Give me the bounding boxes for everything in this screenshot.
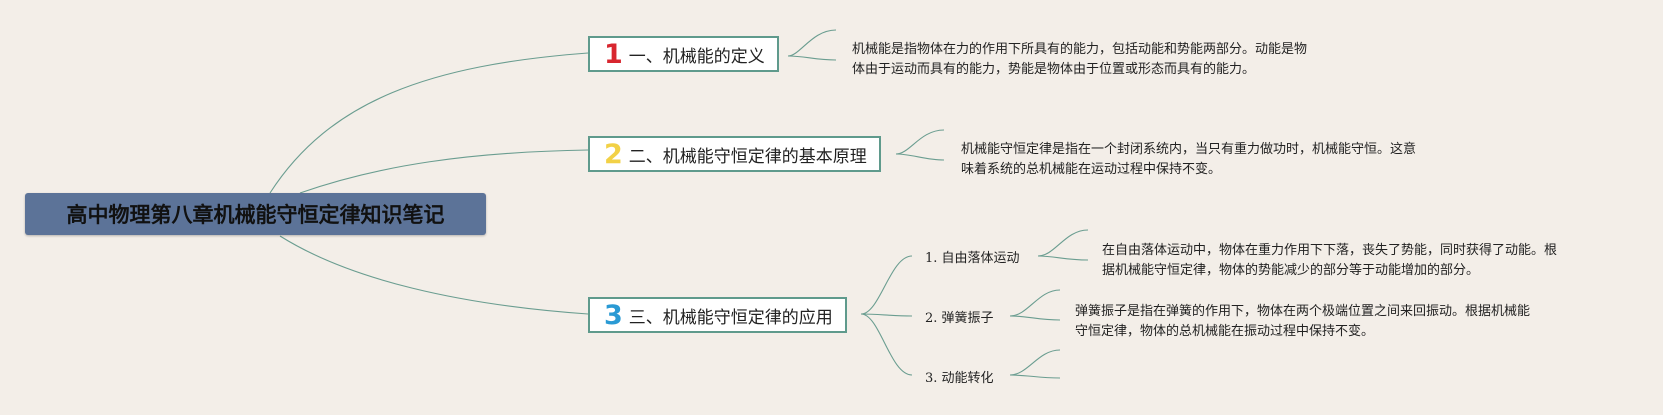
edge-topic3-sub2 xyxy=(860,313,913,317)
subtopic-note: 弹簧振子是指在弹簧的作用下，物体在两个极端位置之间来回振动。根据机械能 守恒定律… xyxy=(1075,302,1530,342)
number-3-icon: 3 xyxy=(604,299,623,331)
edge-topic1-note xyxy=(787,29,837,57)
edge-sub2-note xyxy=(1009,289,1061,317)
number-2-icon: 2 xyxy=(604,138,623,170)
edge-topic2-note xyxy=(895,129,945,155)
edge-topic1-note-b xyxy=(787,55,837,61)
edge-topic3-sub1 xyxy=(860,255,913,315)
note-line: 守恒定律，物体的总机械能在振动过程中保持不变。 xyxy=(1075,324,1375,339)
edge-sub1-note xyxy=(1037,229,1089,257)
topic-label: 二、机械能守恒定律的基本原理 xyxy=(628,146,867,167)
root-topic[interactable]: 高中物理第八章机械能守恒定律知识笔记 xyxy=(25,193,486,235)
edge-sub3-note xyxy=(1009,349,1061,376)
subtopic-spring-oscillator[interactable]: 2. 弹簧振子 xyxy=(925,311,994,326)
topic-conservation-principle[interactable]: 2 二、机械能守恒定律的基本原理 xyxy=(588,136,881,172)
note-line: 弹簧振子是指在弹簧的作用下，物体在两个极端位置之间来回振动。根据机械能 xyxy=(1075,304,1531,319)
topic-mechanical-energy-definition[interactable]: 1 一、机械能的定义 xyxy=(588,36,779,72)
topic-label: 一、机械能的定义 xyxy=(628,46,765,67)
number-1-icon: 1 xyxy=(604,38,623,70)
note-line: 在自由落体运动中，物体在重力作用下下落，丧失了势能，同时获得了动能。根 xyxy=(1102,243,1558,258)
topic-conservation-application[interactable]: 3 三、机械能守恒定律的应用 xyxy=(588,297,847,333)
edge-topic3-sub3 xyxy=(860,313,913,376)
edge-sub2-note-b xyxy=(1009,315,1061,321)
topic-note: 机械能守恒定律是指在一个封闭系统内，当只有重力做功时，机械能守恒。这意 味着系统… xyxy=(961,140,1416,180)
edge-sub1-note-b xyxy=(1037,255,1089,261)
edge-root-topic1 xyxy=(269,52,589,194)
edge-root-topic3 xyxy=(279,235,589,315)
note-line: 机械能守恒定律是指在一个封闭系统内，当只有重力做功时，机械能守恒。这意 xyxy=(961,142,1417,157)
note-line: 体由于运动而具有的能力，势能是物体由于位置或形态而具有的能力。 xyxy=(852,62,1256,77)
subtopic-note: 在自由落体运动中，物体在重力作用下下落，丧失了势能，同时获得了动能。根 据机械能… xyxy=(1102,241,1557,281)
subtopic-free-fall[interactable]: 1. 自由落体运动 xyxy=(925,251,1020,266)
topic-label: 三、机械能守恒定律的应用 xyxy=(628,307,833,328)
edge-topic2-note-b xyxy=(895,153,945,161)
topic-note: 机械能是指物体在力的作用下所具有的能力，包括动能和势能两部分。动能是物 体由于运… xyxy=(852,40,1307,80)
note-line: 机械能是指物体在力的作用下所具有的能力，包括动能和势能两部分。动能是物 xyxy=(852,42,1308,57)
subtopic-energy-conversion[interactable]: 3. 动能转化 xyxy=(925,371,994,386)
edge-sub3-note-b xyxy=(1009,374,1061,379)
edge-root-topic2 xyxy=(299,149,589,194)
note-line: 据机械能守恒定律，物体的势能减少的部分等于动能增加的部分。 xyxy=(1102,263,1480,278)
note-line: 味着系统的总机械能在运动过程中保持不变。 xyxy=(961,162,1222,177)
